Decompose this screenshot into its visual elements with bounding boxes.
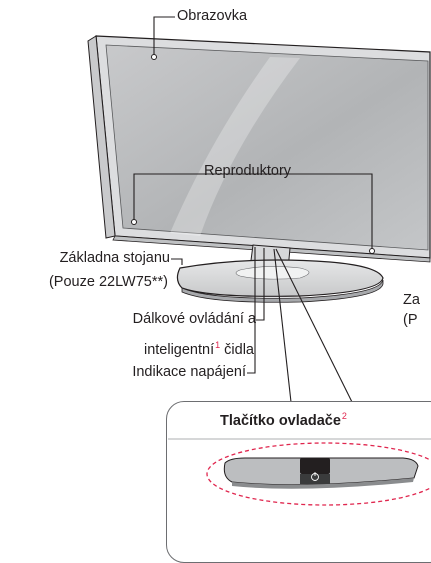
screen-panel xyxy=(105,44,429,251)
label-remote-2: inteligentní1 čidla xyxy=(50,337,254,359)
tv-diagram xyxy=(87,16,431,403)
label-cropped-2: (P xyxy=(403,312,418,328)
label-stand-base-1: Základna stojanu xyxy=(59,250,170,266)
speaker-dot-right xyxy=(369,248,375,254)
leader-lines xyxy=(133,16,373,403)
stand xyxy=(176,244,384,303)
footnote-1: 1 xyxy=(215,340,221,350)
label-stand-base-2: (Pouze 22LW75**) xyxy=(48,274,168,290)
power-button-icon[interactable] xyxy=(300,458,330,484)
panel-title: Tlačítko ovladače2 xyxy=(220,411,347,429)
label-speakers: Reproduktory xyxy=(204,163,292,179)
footnote-2: 2 xyxy=(341,411,347,421)
monitor xyxy=(87,35,431,263)
label-remote-2b: čidla xyxy=(220,342,254,358)
dashed-highlight xyxy=(206,442,431,506)
panel-title-text: Tlačítko ovladače xyxy=(220,413,341,429)
speaker-dot-left xyxy=(131,219,137,225)
panel-art xyxy=(168,438,431,506)
label-remote-2a: inteligentní xyxy=(143,342,215,358)
label-remote-1: Dálkové ovládání a xyxy=(132,311,256,327)
screen-dot xyxy=(151,54,157,60)
label-screen: Obrazovka xyxy=(177,8,248,24)
label-cropped-1: Za xyxy=(403,292,420,308)
label-power-indicator: Indikace napájení xyxy=(132,364,246,380)
